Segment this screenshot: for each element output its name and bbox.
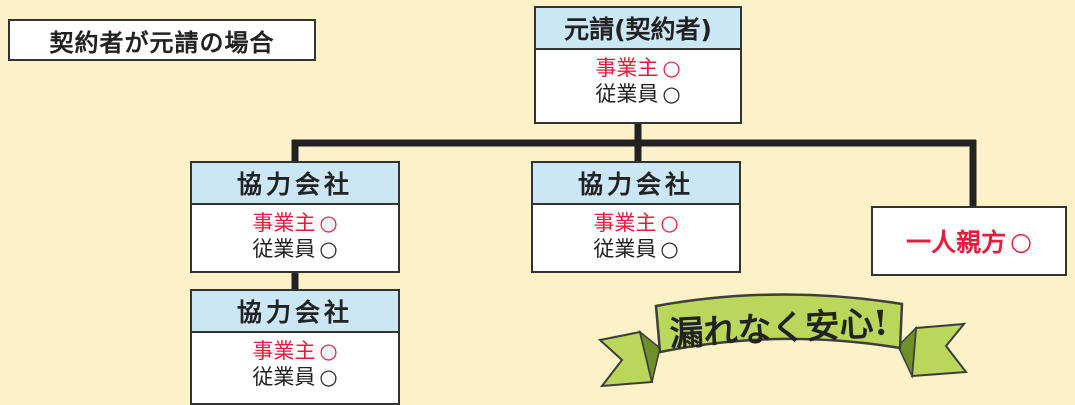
employer-covered-mark: ○ bbox=[660, 211, 679, 235]
page-title: 契約者が元請の場合 bbox=[8, 19, 316, 61]
sole-proprietor-covered-mark: ○ bbox=[1010, 226, 1032, 256]
subcontractor-heading: 協力会社 bbox=[533, 163, 739, 205]
banner-left-fold bbox=[638, 330, 661, 383]
employee-covered-mark: ○ bbox=[660, 237, 679, 261]
subcontractor-heading: 協力会社 bbox=[192, 163, 398, 205]
banner-right-tail bbox=[910, 322, 968, 378]
subcontractor-box: 協力会社 事業主○ 従業員○ bbox=[531, 161, 741, 273]
employer-label: 事業主 bbox=[252, 339, 316, 363]
prime-contractor-heading: 元請(契約者) bbox=[536, 8, 740, 50]
employer-covered-mark: ○ bbox=[319, 211, 338, 235]
employer-label: 事業主 bbox=[593, 211, 657, 235]
employer-covered-mark: ○ bbox=[319, 339, 338, 363]
sole-proprietor-label: 一人親方 bbox=[906, 228, 1007, 257]
employer-covered-mark: ○ bbox=[662, 56, 681, 80]
reassurance-banner: 漏れなく安心! bbox=[598, 293, 968, 388]
employer-label: 事業主 bbox=[595, 56, 659, 80]
employee-label: 従業員 bbox=[595, 82, 659, 106]
employee-covered-mark: ○ bbox=[319, 365, 338, 389]
banner-right-fold bbox=[897, 326, 917, 379]
employer-label: 事業主 bbox=[252, 211, 316, 235]
employee-label: 従業員 bbox=[252, 237, 316, 261]
sole-proprietor-box: 一人親方○ bbox=[871, 206, 1067, 276]
prime-contractor-box: 元請(契約者) 事業主○ 従業員○ bbox=[534, 6, 742, 124]
employee-covered-mark: ○ bbox=[319, 237, 338, 261]
subcontractor-box: 協力会社 事業主○ 従業員○ bbox=[190, 161, 400, 273]
employee-label: 従業員 bbox=[252, 365, 316, 389]
sub-subcontractor-box: 協力会社 事業主○ 従業員○ bbox=[190, 289, 400, 405]
employee-covered-mark: ○ bbox=[662, 82, 681, 106]
banner-band bbox=[654, 293, 904, 354]
employee-label: 従業員 bbox=[593, 237, 657, 261]
subcontractor-heading: 協力会社 bbox=[192, 291, 398, 333]
